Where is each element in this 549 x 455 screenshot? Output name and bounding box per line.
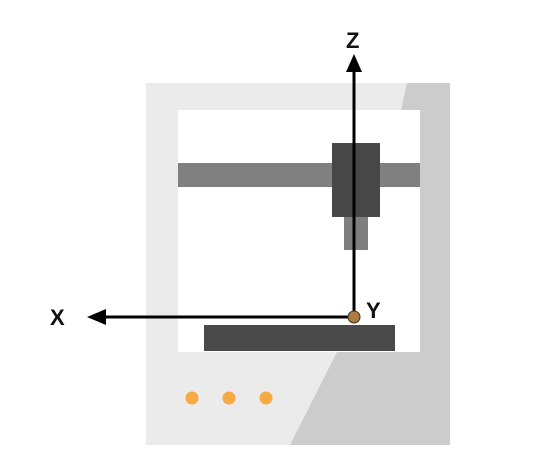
indicator-light-icon: [185, 391, 199, 405]
print-bed: [204, 325, 395, 351]
y-axis-origin-marker-icon: [347, 310, 361, 324]
x-axis-arrowhead-icon: [87, 309, 106, 325]
gantry-bar: [178, 163, 420, 187]
indicator-lights: [185, 391, 273, 405]
print-head: [332, 143, 380, 217]
x-axis-label: X: [50, 305, 65, 330]
nozzle: [344, 217, 368, 250]
indicator-light-icon: [222, 391, 236, 405]
z-axis-label: Z: [346, 28, 359, 53]
z-axis-arrowhead-icon: [346, 54, 362, 72]
y-axis-label: Y: [366, 298, 381, 323]
indicator-light-icon: [259, 391, 273, 405]
